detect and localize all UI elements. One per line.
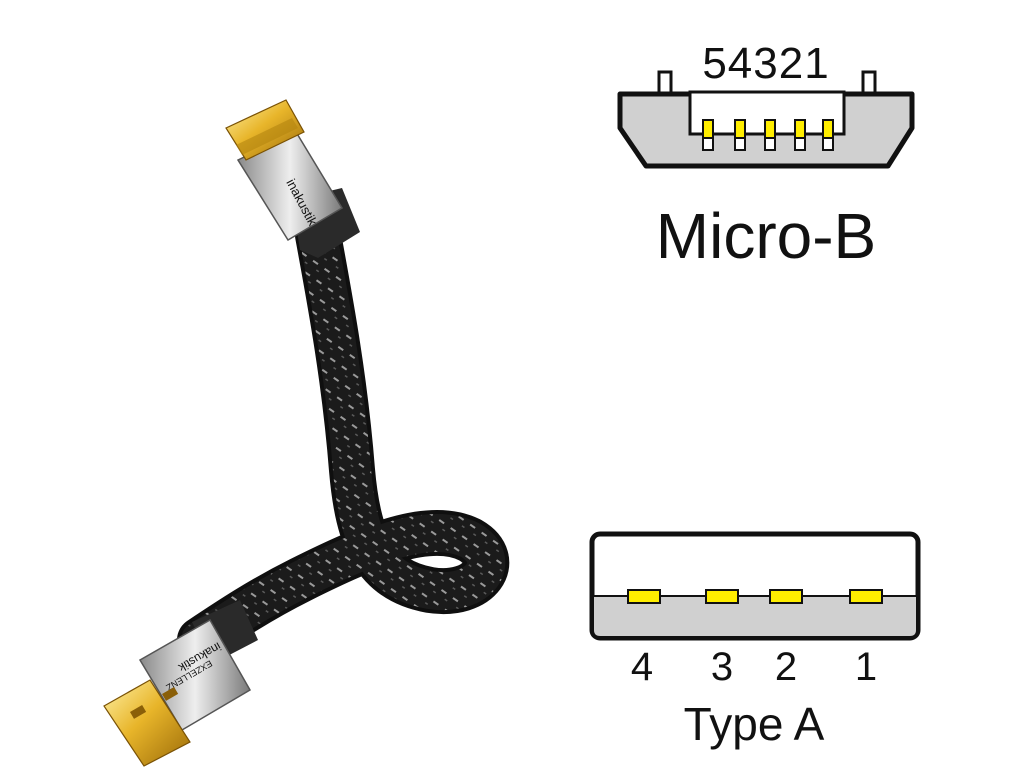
type-a-pin-2 <box>769 589 803 604</box>
type-a-pin-1 <box>849 589 883 604</box>
micro-b-plug: inakustik <box>225 99 360 258</box>
type-a-pin-label-1: 1 <box>855 645 877 689</box>
micro-b-right-tab <box>861 70 877 96</box>
type-a-pin-3 <box>705 589 739 604</box>
micro-b-left-tab <box>657 70 673 96</box>
micro-b-pin-3-base <box>764 137 776 151</box>
type-a-pin-label-4: 4 <box>631 645 653 689</box>
micro-b-tip-shadow <box>236 118 298 155</box>
micro-b-pin-2-base <box>794 137 806 151</box>
usb-cable-illustration: inakustik inakustik EXZELLENZ <box>103 99 510 767</box>
type-a-plug: inakustik EXZELLENZ <box>103 600 258 767</box>
type-a-pinout: 4 3 2 1 Type A <box>589 531 921 750</box>
type-a-pin-4 <box>627 589 661 604</box>
type-a-tongue <box>594 596 916 636</box>
type-a-pin-label-3: 3 <box>711 645 733 689</box>
type-a-pins <box>627 589 883 604</box>
braided-cable-texture <box>181 216 506 659</box>
micro-b-pin-4-base <box>734 137 746 151</box>
micro-b-pin-5-base <box>702 137 714 151</box>
micro-b-pins <box>702 119 834 151</box>
type-a-tip-hole-right <box>162 687 179 701</box>
micro-b-pin-numbers: 54321 <box>702 39 829 88</box>
type-a-metal-tip <box>103 679 191 767</box>
type-a-tip-hole-left <box>130 705 147 719</box>
micro-b-pinout: 54321 Micro-B <box>617 39 915 272</box>
type-a-housing <box>138 618 252 732</box>
type-a-title: Type A <box>684 698 825 750</box>
type-a-pin-label-2: 2 <box>775 645 797 689</box>
micro-b-title: Micro-B <box>656 200 876 272</box>
micro-b-pin-1-base <box>822 137 834 151</box>
type-a-pin-labels: 4 3 2 1 <box>631 645 877 689</box>
